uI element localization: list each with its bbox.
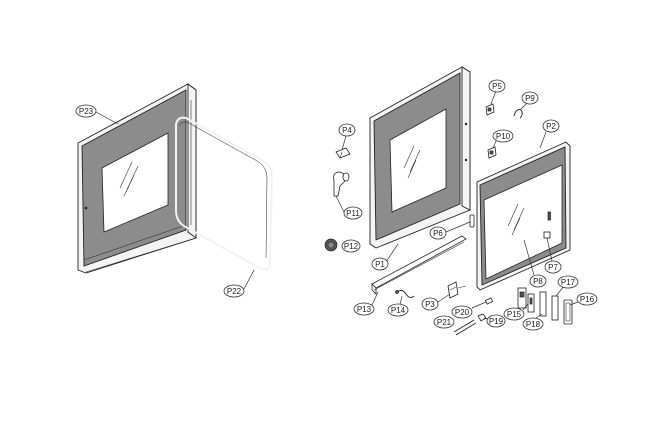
callout-p16: P16: [569, 292, 598, 306]
label-p17: P17: [561, 278, 576, 287]
callout-p17: P17: [555, 275, 579, 297]
callout-p19: P19: [483, 314, 506, 328]
label-p19: P19: [489, 317, 504, 326]
part-p17-plate: [551, 295, 559, 321]
label-p9: P9: [525, 94, 535, 103]
part-p21-wire: [453, 319, 477, 336]
callout-p1: P1: [371, 243, 399, 271]
part-p10-clip: [487, 146, 497, 159]
door-gasket-p22: [175, 116, 274, 271]
label-p14: P14: [391, 306, 406, 315]
label-p10: P10: [496, 132, 511, 141]
label-p23: P23: [79, 107, 94, 116]
label-p4: P4: [342, 126, 352, 135]
label-p21: P21: [437, 318, 452, 327]
part-p7-latch: [543, 231, 551, 239]
part-p8-switch: [517, 287, 527, 309]
part-p20-pin: [484, 297, 494, 305]
part-p13-rail: [371, 235, 467, 295]
label-p5: P5: [492, 82, 502, 91]
callout-p23: P23: [75, 104, 119, 125]
part-p5-clip: [485, 103, 495, 116]
label-p6: P6: [433, 229, 443, 238]
callout-p13: P13: [353, 291, 379, 316]
callout-p4: P4: [338, 123, 356, 151]
callout-p14: P14: [387, 295, 409, 317]
part-p18-plate: [539, 291, 547, 317]
label-p16: P16: [580, 295, 595, 304]
callout-p9: P9: [519, 91, 539, 111]
callout-p11: P11: [335, 195, 363, 220]
part-p19-nut: [477, 313, 487, 322]
part-p16-plate: [563, 299, 573, 325]
label-p8: P8: [533, 277, 543, 286]
label-p18: P18: [526, 320, 541, 329]
part-p4-bracket: [335, 147, 351, 159]
label-p12: P12: [344, 242, 359, 251]
callout-p12: P12: [341, 239, 361, 253]
part-p6-bracket: [469, 214, 475, 228]
glass-panel-p2: [476, 141, 571, 291]
label-p13: P13: [357, 305, 372, 314]
part-p14-cable: [395, 289, 415, 299]
callout-p20: P20: [451, 301, 487, 319]
label-p3: P3: [425, 300, 435, 309]
part-p12-knob: [324, 238, 338, 252]
callout-p2: P2: [539, 119, 560, 149]
label-p22: P22: [227, 287, 242, 296]
label-p15: P15: [507, 310, 522, 319]
callout-p15: P15: [503, 303, 529, 321]
door-panel-p23: [77, 83, 197, 274]
callout-p8: P8: [523, 239, 547, 288]
part-p11-handle: [333, 171, 350, 197]
part-p9-spring: [513, 109, 523, 119]
part-p3-hinge: [447, 281, 467, 299]
callout-p10: P10: [492, 129, 514, 149]
label-p1: P1: [375, 260, 385, 269]
callout-p21: P21: [433, 315, 455, 329]
label-p11: P11: [346, 209, 360, 218]
callout-p6: P6: [429, 221, 471, 240]
callout-p3: P3: [421, 293, 451, 311]
door-frame-p1: [369, 66, 471, 249]
label-p20: P20: [455, 308, 470, 317]
callout-p18: P18: [522, 313, 544, 331]
part-p15-plate: [527, 293, 535, 313]
label-p7: P7: [548, 263, 558, 272]
callout-p22: P22: [223, 269, 255, 298]
callout-p7: P7: [544, 237, 562, 274]
label-p2: P2: [546, 122, 556, 131]
callout-p5: P5: [488, 79, 506, 105]
